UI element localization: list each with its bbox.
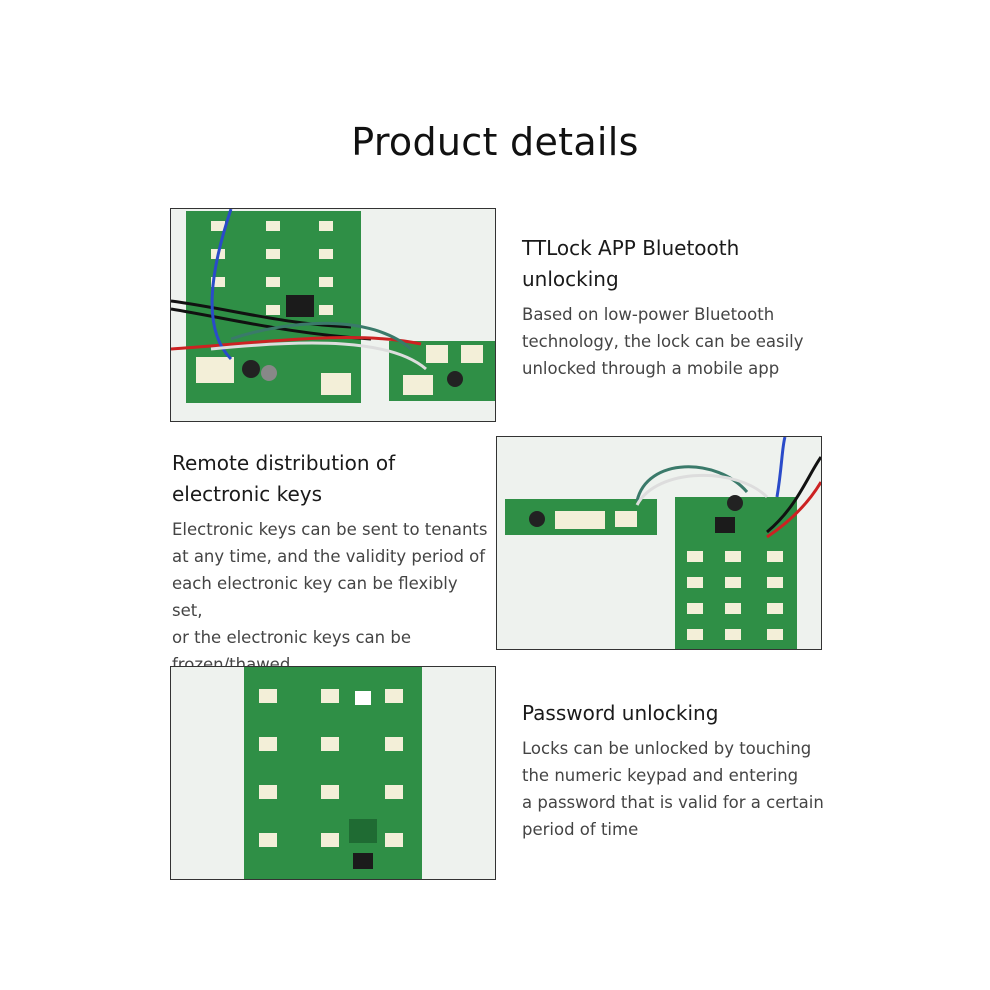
section-text-line: Locks can be unlocked by touching bbox=[522, 739, 812, 758]
section-text-line: technology, the lock can be easily bbox=[522, 332, 804, 351]
pcb-board-photo-1 bbox=[170, 208, 496, 422]
section-text-line: each electronic key can be flexibly set, bbox=[172, 574, 458, 620]
section-text-line: unlocked through a mobile app bbox=[522, 359, 780, 378]
section-text-line: or the electronic keys can be bbox=[172, 628, 411, 647]
section-text-line: at any time, and the validity period of bbox=[172, 547, 486, 566]
section-heading-bluetooth: TTLock APP Bluetooth unlocking bbox=[522, 236, 740, 291]
section-password: Password unlocking Locks can be unlocked… bbox=[522, 698, 842, 843]
pcb-board-photo-3 bbox=[170, 666, 496, 880]
section-text-line: Electronic keys can be sent to tenants bbox=[172, 520, 488, 539]
section-heading-remote-keys: Remote distribution of electronic keys bbox=[172, 451, 396, 506]
section-text-line: Based on low-power Bluetooth bbox=[522, 305, 775, 324]
section-remote-keys: Remote distribution of electronic keys E… bbox=[172, 448, 492, 678]
section-text-line: a password that is valid for a certain bbox=[522, 793, 824, 812]
page-title: Product details bbox=[351, 120, 639, 164]
section-heading-password: Password unlocking bbox=[522, 701, 719, 725]
section-text-line: period of time bbox=[522, 820, 639, 839]
pcb-board-photo-2 bbox=[496, 436, 822, 650]
section-bluetooth: TTLock APP Bluetooth unlocking Based on … bbox=[522, 233, 842, 382]
section-text-line: the numeric keypad and entering bbox=[522, 766, 799, 785]
